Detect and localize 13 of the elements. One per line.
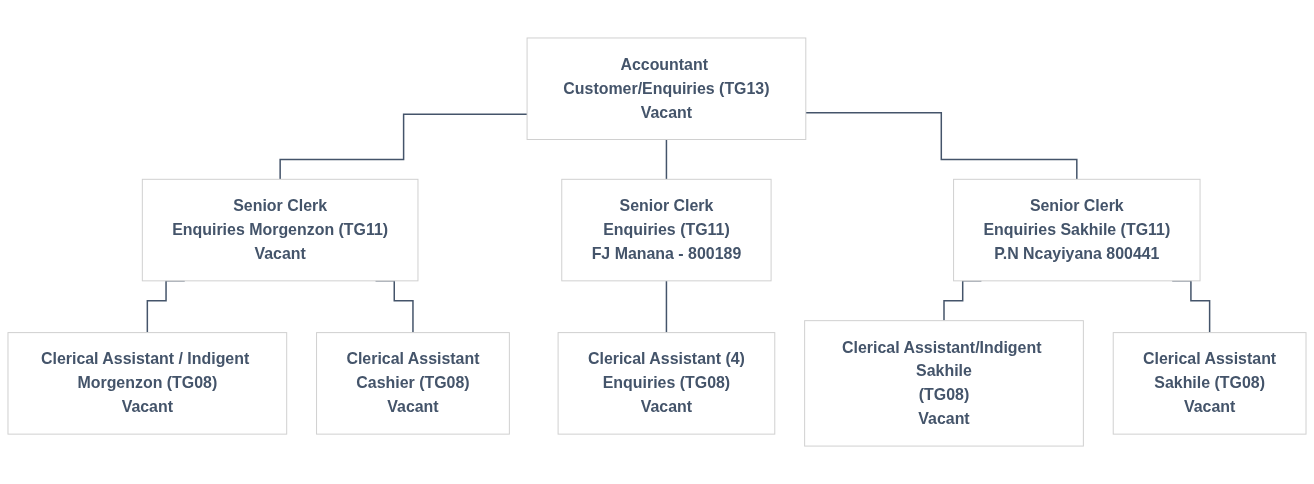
node-box: Clerical Assistant / Indigent Morgenzon (TG08) Vacant (7, 332, 288, 435)
connector (665, 138, 668, 181)
node-box: Clerical Assistant Sakhile (TG08) Vacant (1112, 332, 1307, 435)
node-box: Clerical Assistant/Indigent Sakhile (TG08) Vacant (804, 320, 1084, 447)
connector (805, 111, 1078, 181)
node-box: Senior Clerk Enquiries Morgenzon (TG11) Vacant (141, 178, 419, 282)
node-box: Accountant Customer/Enquiries (TG13) Vacant (526, 37, 807, 140)
node-box: Clerical Assistant (4) Enquiries (TG08) Vacant (557, 332, 776, 435)
node-box: Clerical Assistant Cashier (TG08) Vacant (316, 332, 510, 435)
connector (279, 113, 528, 181)
connector (665, 280, 668, 334)
node-box: Senior Clerk Enquiries (TG11) FJ Manana - 800189 (561, 178, 772, 282)
node-box: Senior Clerk Enquiries Sakhile (TG11) P.N Ncayiyana 800441 (953, 178, 1201, 282)
